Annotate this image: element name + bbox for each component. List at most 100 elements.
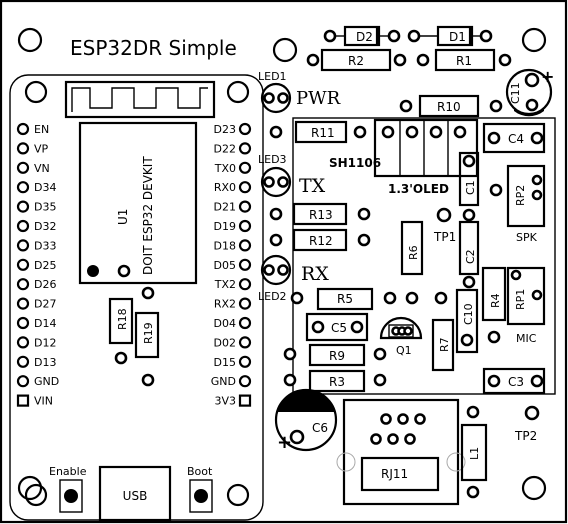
left-pin-label: D34 bbox=[34, 181, 56, 194]
mounting-hole-bottom-right bbox=[521, 475, 547, 501]
oled-header-box bbox=[373, 118, 479, 178]
rp2-pad-2 bbox=[531, 174, 543, 186]
r12-pad-left bbox=[269, 233, 283, 247]
led1-label: LED1 bbox=[258, 70, 287, 83]
right-pin-header: D23D22TX0RX0D21D19D18D05TX2RX2D04D02D15G… bbox=[211, 122, 252, 408]
right-pin-label: D15 bbox=[214, 356, 236, 369]
left-pin-pad bbox=[16, 336, 30, 349]
c4-body bbox=[482, 122, 546, 154]
left-pin-label: D14 bbox=[34, 317, 56, 330]
right-pin-label: D02 bbox=[214, 336, 236, 349]
r13-pad-right bbox=[357, 207, 371, 221]
r12-pad-right bbox=[357, 233, 371, 247]
mic-label: MIC bbox=[516, 332, 537, 345]
c5-body bbox=[305, 312, 369, 342]
led1-pad-a bbox=[263, 92, 275, 104]
right-pin-pad bbox=[238, 375, 252, 388]
oled-module-outline bbox=[292, 117, 556, 395]
r2-label: R2 bbox=[348, 54, 364, 68]
left-pin-pad bbox=[16, 355, 30, 368]
rp2-body bbox=[506, 164, 546, 228]
left-pin-label: D26 bbox=[34, 278, 56, 291]
r4-label: R4 bbox=[489, 293, 502, 308]
r4-body bbox=[481, 266, 507, 322]
r19-pad-bottom bbox=[141, 373, 155, 387]
mounting-hole-top-left bbox=[17, 27, 43, 53]
tp2-pad bbox=[524, 405, 540, 421]
left-pin-label: D13 bbox=[34, 356, 56, 369]
r3-pad-right bbox=[373, 373, 387, 387]
right-pin-label: TX2 bbox=[214, 278, 236, 291]
oled-pin-1 bbox=[381, 125, 395, 139]
r12-body bbox=[292, 228, 348, 252]
c6-plus: + bbox=[277, 432, 292, 453]
module-hole-tl bbox=[24, 80, 48, 104]
left-pin-label: D25 bbox=[34, 259, 56, 272]
right-pin-pad bbox=[238, 219, 252, 233]
c11-stripe bbox=[514, 108, 544, 117]
r11-pad-left bbox=[269, 125, 283, 139]
oled-size-label: 1.3'OLED bbox=[388, 182, 449, 196]
left-pin-pad bbox=[16, 258, 30, 271]
left-pin-pad bbox=[16, 161, 30, 174]
enable-button[interactable] bbox=[64, 489, 78, 503]
left-pin-pad bbox=[16, 297, 30, 310]
r12-label: R12 bbox=[309, 234, 333, 248]
c1-pad-top bbox=[462, 154, 476, 168]
r7-body bbox=[431, 318, 455, 372]
left-pin-label: EN bbox=[34, 123, 49, 136]
rx-label: RX bbox=[301, 263, 329, 285]
c1-label: C1 bbox=[464, 180, 477, 195]
tp2-label: TP2 bbox=[514, 429, 537, 443]
spk-label: SPK bbox=[516, 231, 538, 244]
rp2-pad-3 bbox=[531, 189, 543, 201]
right-pin-label: D04 bbox=[214, 317, 236, 330]
right-pin-pad bbox=[238, 200, 252, 213]
r5-label: R5 bbox=[337, 292, 353, 306]
r11-label: R11 bbox=[311, 126, 335, 140]
q1-pad-3 bbox=[403, 326, 413, 336]
right-pin-pad bbox=[238, 355, 252, 368]
rp2-label: RP2 bbox=[514, 185, 527, 206]
right-pin-label: RX0 bbox=[214, 181, 236, 194]
module-name: DOIT ESP32 DEVKIT bbox=[141, 156, 155, 275]
right-pin-pad bbox=[238, 161, 252, 174]
rj11-pin-4 bbox=[370, 433, 382, 445]
r2-body bbox=[320, 48, 392, 72]
right-pin-pad bbox=[238, 181, 252, 194]
c11-pad-minus bbox=[525, 98, 539, 112]
d2-pad-right bbox=[387, 29, 401, 43]
r10-label: R10 bbox=[437, 100, 461, 114]
module-hole-br bbox=[226, 483, 250, 507]
oled-pin-2 bbox=[405, 125, 419, 139]
led2-pad-a bbox=[263, 264, 275, 276]
rj11-pin-1 bbox=[380, 413, 392, 425]
r9-pad-left bbox=[283, 347, 297, 361]
led2-pad-k bbox=[277, 264, 289, 276]
rj11-label: RJ11 bbox=[381, 467, 408, 481]
rp1-label: RP1 bbox=[514, 289, 527, 310]
oled-pin-4 bbox=[453, 125, 467, 139]
l1-pad-top bbox=[466, 405, 480, 419]
module-hole-tr bbox=[226, 80, 250, 104]
c6-pad-plus bbox=[289, 429, 305, 445]
c10-pad-top bbox=[434, 291, 448, 305]
l1-body bbox=[460, 423, 488, 482]
rj11-pin-6 bbox=[404, 433, 416, 445]
r18-label: R18 bbox=[116, 308, 129, 330]
esp32-chip-outline bbox=[78, 121, 198, 285]
c2-pad-top bbox=[462, 208, 476, 222]
board-title: ESP32DR Simple bbox=[70, 36, 237, 60]
c11-label: C11 bbox=[509, 82, 522, 104]
left-pin-pad-square bbox=[16, 394, 30, 407]
left-pin-pad bbox=[16, 278, 30, 291]
left-pin-pad bbox=[16, 375, 30, 388]
left-pin-pad bbox=[16, 219, 30, 233]
r1-pad-right bbox=[498, 53, 512, 67]
r7-pad-top bbox=[405, 291, 419, 305]
c3-label: C3 bbox=[508, 375, 524, 389]
boot-button[interactable] bbox=[194, 489, 208, 503]
tp1-pad bbox=[436, 207, 452, 223]
c5-label: C5 bbox=[331, 321, 347, 335]
